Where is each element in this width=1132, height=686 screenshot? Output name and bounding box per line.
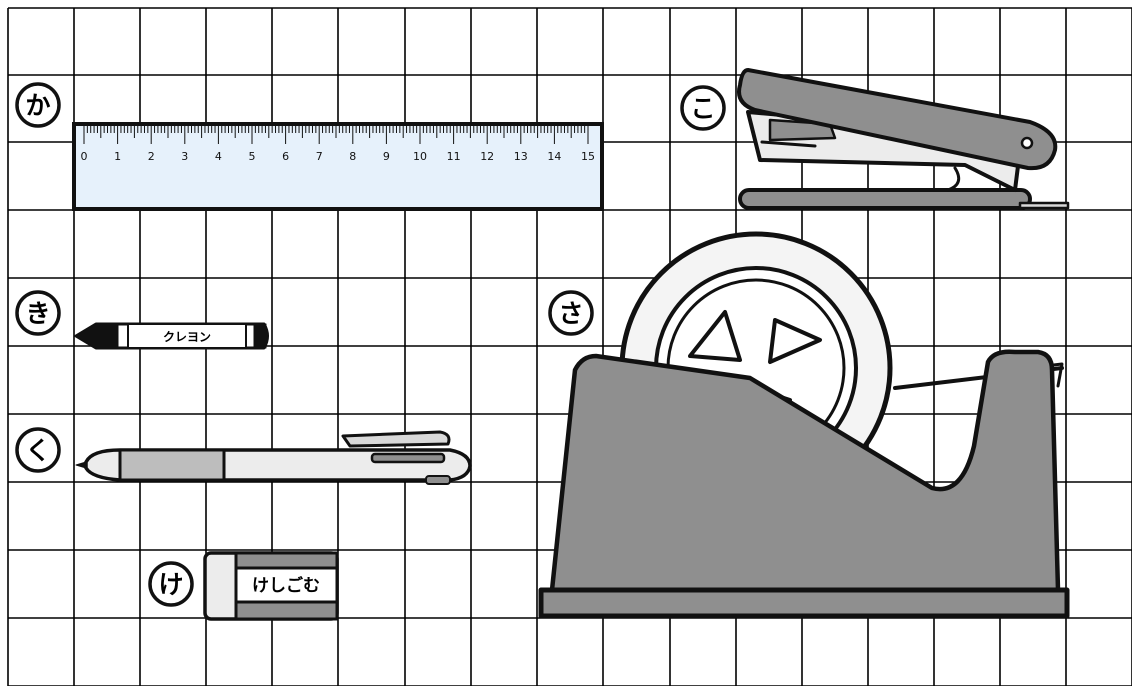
ruler-number: 9 <box>383 150 390 163</box>
ruler-number: 5 <box>249 150 256 163</box>
crayon-icon <box>74 322 269 350</box>
eraser-label: けしごむ <box>252 575 320 596</box>
ruler-number: 2 <box>148 150 155 163</box>
ruler-number: 12 <box>480 150 494 163</box>
crayon-label: クレヨン <box>163 330 211 344</box>
label-sa: さ <box>548 290 594 336</box>
label-ka: か <box>15 82 61 128</box>
tape-dispenser-icon <box>538 231 1070 619</box>
label-ke: け <box>148 561 194 607</box>
ruler-number: 3 <box>181 150 188 163</box>
ruler-number: 8 <box>349 150 356 163</box>
ruler-number: 11 <box>447 150 461 163</box>
label-ki: き <box>15 290 61 336</box>
ruler-number: 13 <box>514 150 528 163</box>
ruler-number: 15 <box>581 150 595 163</box>
label-ke-text: け <box>158 570 183 599</box>
label-ko-text: こ <box>690 94 715 123</box>
ruler-number: 6 <box>282 150 289 163</box>
ruler-number: 10 <box>413 150 427 163</box>
label-ki-text: き <box>25 299 50 328</box>
label-sa-text: さ <box>558 299 583 328</box>
eraser-icon <box>203 551 339 621</box>
stapler-icon <box>737 68 1070 210</box>
ruler-number: 7 <box>316 150 323 163</box>
pen-icon <box>75 430 472 485</box>
ruler-number: 0 <box>81 150 88 163</box>
label-ka-text: か <box>25 91 50 120</box>
ruler-number: 14 <box>547 150 561 163</box>
label-ku-text: く <box>25 436 50 465</box>
label-ko: こ <box>680 85 726 131</box>
label-ku: く <box>15 427 61 473</box>
ruler-number: 1 <box>114 150 121 163</box>
ruler-number: 4 <box>215 150 222 163</box>
